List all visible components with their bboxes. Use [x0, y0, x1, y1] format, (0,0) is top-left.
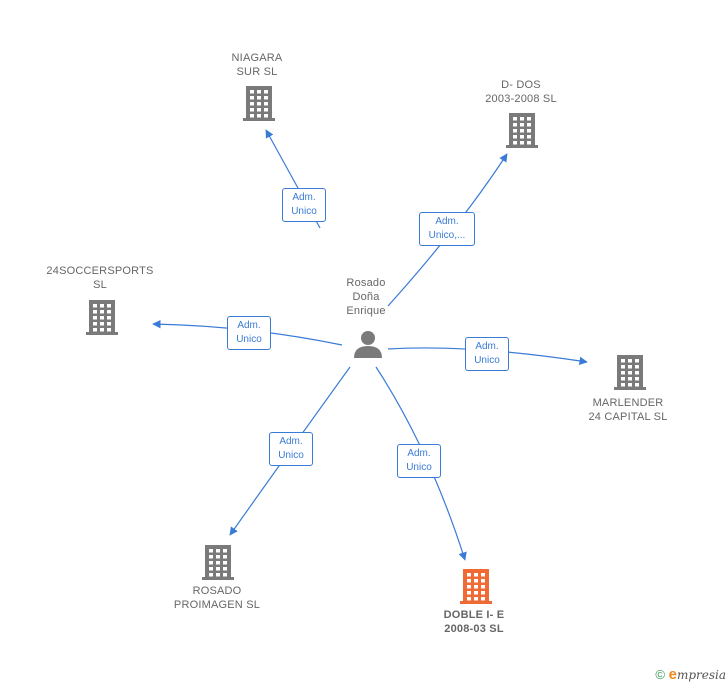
company-label-niagara[interactable]: NIAGARA SUR SL: [231, 52, 283, 78]
relation-badge-soccer[interactable]: Adm. Unico: [227, 316, 271, 350]
building-icon-soccer[interactable]: [86, 300, 118, 335]
company-label-marlender[interactable]: MARLENDER 24 CAPITAL SL: [588, 397, 668, 423]
building-icon-niagara[interactable]: [243, 86, 275, 121]
building-icon-doble[interactable]: [460, 569, 492, 604]
relation-text: Unico: [474, 355, 500, 366]
relation-text: Adm.: [475, 341, 499, 352]
relation-text: Unico: [406, 462, 432, 473]
relation-text: Adm.: [292, 192, 316, 203]
building-icon-proimagen[interactable]: [202, 545, 234, 580]
company-label-proimagen[interactable]: ROSADO PROIMAGEN SL: [173, 585, 261, 611]
relation-text: Adm.: [279, 436, 303, 447]
footer-brand: © empresia: [655, 666, 726, 683]
relation-badge-marlender[interactable]: Adm. Unico: [465, 337, 509, 371]
company-label-doble[interactable]: DOBLE I- E 2008-03 SL: [443, 609, 505, 635]
relation-text: Unico: [291, 206, 317, 217]
relation-badge-proimagen[interactable]: Adm. Unico: [269, 432, 313, 466]
building-icon-marlender[interactable]: [614, 355, 646, 390]
company-label-soccer[interactable]: 24SOCCERSPORTS SL: [46, 265, 154, 291]
relation-text: Adm.: [435, 216, 459, 227]
relation-text: Adm.: [407, 448, 431, 459]
relation-text: Unico,...: [428, 230, 466, 241]
person-icon[interactable]: [354, 331, 382, 358]
brand-logo-text: mpresia: [676, 668, 726, 682]
relation-text: Adm.: [237, 320, 261, 331]
relation-badge-ddos[interactable]: Adm. Unico,...: [419, 212, 475, 246]
relation-badge-doble[interactable]: Adm. Unico: [397, 444, 441, 478]
relation-text: Unico: [278, 450, 304, 461]
copyright-symbol: ©: [655, 667, 665, 682]
brand-logo-initial: e: [668, 666, 677, 683]
relation-text: Unico: [236, 334, 262, 345]
relation-badge-niagara[interactable]: Adm. Unico: [282, 188, 326, 222]
building-icon-ddos[interactable]: [506, 113, 538, 148]
company-label-ddos[interactable]: D- DOS 2003-2008 SL: [485, 79, 557, 105]
person-name-label[interactable]: Rosado Doña Enrique: [346, 277, 386, 317]
